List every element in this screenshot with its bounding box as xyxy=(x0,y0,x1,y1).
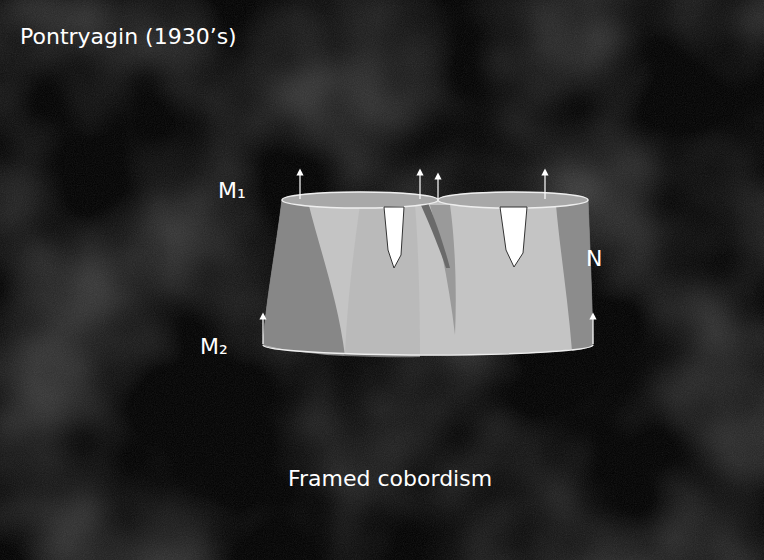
boundary-circle xyxy=(438,192,588,208)
manifold-label: M₁ xyxy=(218,178,246,203)
frame-arrows xyxy=(263,172,593,344)
shading xyxy=(420,203,450,268)
shading xyxy=(556,200,593,351)
shading xyxy=(345,205,420,357)
highlight xyxy=(384,207,404,268)
manifold-label: M₂ xyxy=(200,334,228,359)
shading xyxy=(263,200,345,356)
manifold-label: N xyxy=(586,246,602,271)
cobordism-surface xyxy=(263,192,593,355)
slide-caption: Framed cobordism xyxy=(288,466,492,491)
highlight xyxy=(500,207,527,267)
boundary-circle xyxy=(263,345,593,355)
boundary-circle xyxy=(282,192,438,208)
slide-title: Pontryagin (1930’s) xyxy=(20,24,237,49)
